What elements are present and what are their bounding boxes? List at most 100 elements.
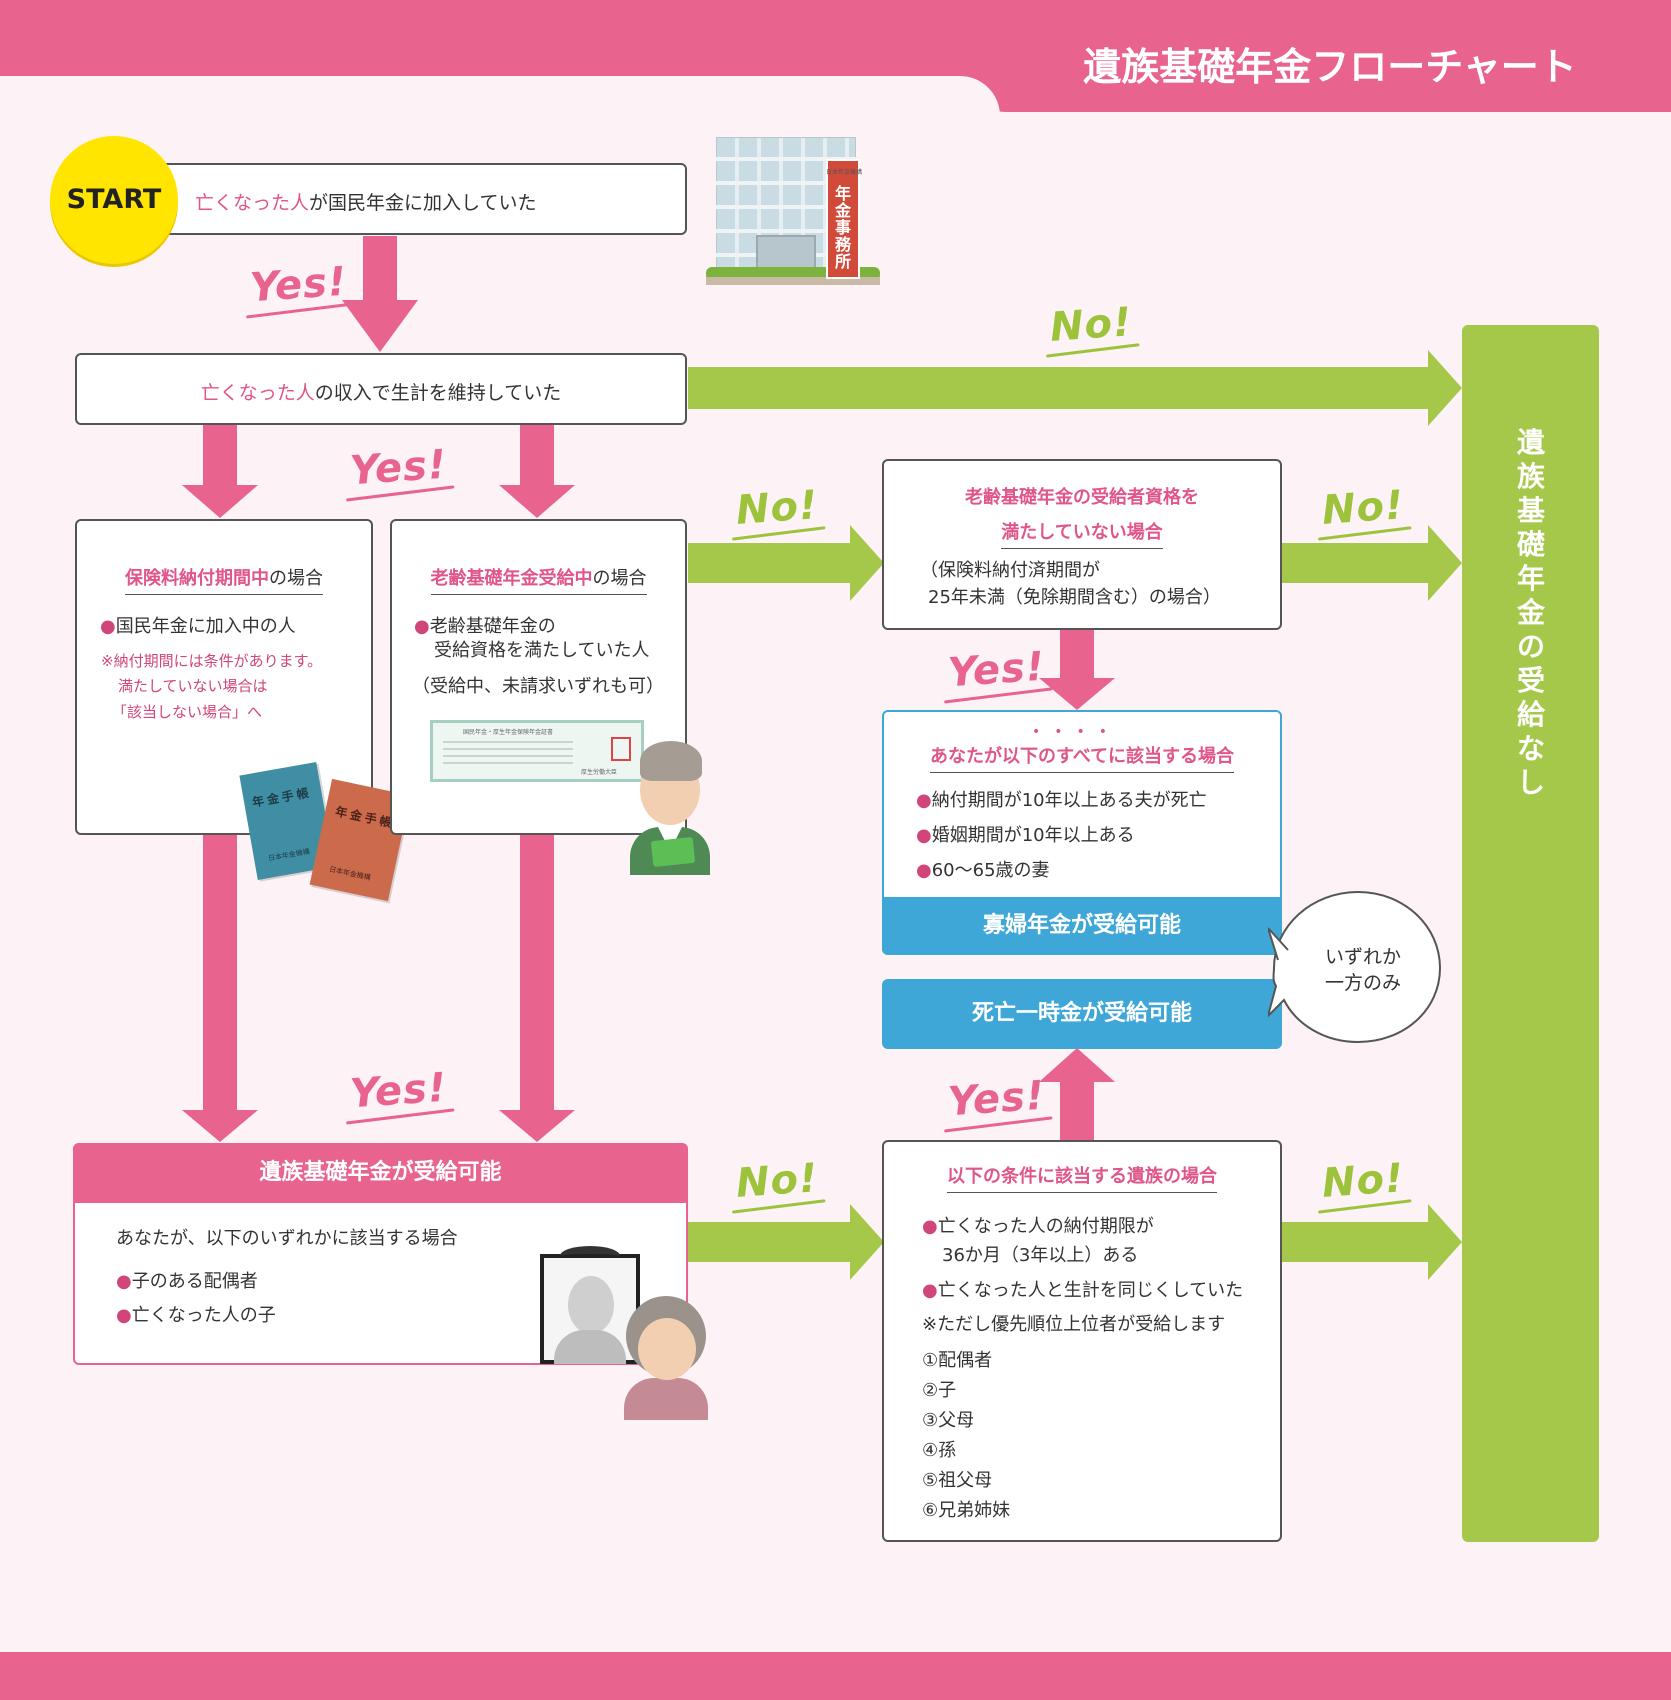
left-title-strong: 保険料納付期間中 — [125, 568, 269, 589]
start-question-rest: が国民年金に加入していた — [309, 192, 537, 214]
mid-case-title: 老齢基礎年金受給中の場合 — [390, 564, 687, 595]
no-label-5: No! — [1320, 1155, 1406, 1207]
survivor-item-1: ●子のある配偶者 — [116, 1271, 258, 1292]
survivor-item-2: ●亡くなった人の子 — [116, 1305, 276, 1326]
yes-label-4: Yes! — [348, 1064, 449, 1118]
br-bullet-1a: ●亡くなった人の納付期限が — [922, 1216, 1154, 1237]
mid-title-strong: 老齢基礎年金受給中 — [430, 568, 593, 589]
left-case-box — [75, 519, 373, 835]
br-order-3: ③父母 — [922, 1410, 975, 1431]
building-base — [706, 277, 880, 285]
bubble-line-1: いずれか — [1324, 946, 1401, 968]
mid-title-rest: の場合 — [592, 568, 647, 589]
building-plate: 日本年金機構 — [825, 169, 862, 176]
widow-item-1: ●納付期間が10年以上ある夫が死亡 — [916, 790, 1207, 811]
widow-item-3: ●60〜65歳の妻 — [916, 860, 1050, 881]
right-sub-2: 25年未満（免除期間含む）の場合） — [928, 587, 1221, 608]
building-sign — [826, 159, 860, 279]
widow-item-text-2: 婚姻期間が10年以上ある — [931, 825, 1135, 846]
start-question-pink: 亡くなった人 — [195, 192, 310, 214]
arrow-q2-to-none — [688, 350, 1462, 426]
pension-certificate: 国民年金・厚生年金保険年金証書 厚生労働大臣 — [430, 720, 644, 782]
right-title-2: 満たしていない場合 — [1001, 518, 1163, 549]
left-note-1: ※納付期間には条件があります。 — [101, 652, 323, 670]
right-title-1: 老齢基礎年金の受給者資格を — [965, 487, 1199, 508]
man-card — [650, 836, 696, 868]
blue-book-issuer: 日本年金機構 — [267, 847, 311, 863]
arrow-rq-to-none — [1282, 525, 1462, 601]
br-title-wrap: 以下の条件に該当する遺族の場合 — [882, 1162, 1282, 1193]
no-label-4: No! — [734, 1155, 820, 1207]
br-note: ※ただし優先順位上位者が受給します — [922, 1314, 1226, 1335]
mid-sub: （受給中、未請求いずれも可） — [412, 676, 664, 697]
arrow-left-to-survivor — [182, 835, 258, 1142]
br-bullet-2: ●亡くなった人と生計を同じくしていた — [922, 1280, 1244, 1301]
no-label-2: No! — [734, 482, 820, 534]
mid-bullet-2: 受給資格を満たしていた人 — [434, 640, 650, 661]
arrow-q2-to-mid — [499, 425, 575, 518]
widow-emphasis-dots: •••• — [1032, 724, 1122, 740]
left-note-3: 「該当しない場合」へ — [112, 703, 263, 721]
no-label-1: No! — [1048, 299, 1134, 351]
portrait-face — [568, 1276, 614, 1334]
survivor-pension-title: 遺族基礎年金が受給可能 — [73, 1143, 688, 1203]
pension-office-building: 年金事務所 日本年金機構 — [706, 137, 880, 285]
memorial-portrait — [540, 1254, 640, 1364]
start-question-text: 亡くなった人が国民年金に加入していた — [195, 188, 536, 215]
mid-bullet-1: ●老齢基礎年金の — [414, 616, 556, 637]
br-order-6: ⑥兄弟姉妹 — [922, 1500, 1011, 1521]
yes-label-5: Yes! — [946, 1072, 1047, 1126]
no-label-3: No! — [1320, 482, 1406, 534]
arrow-br-to-lump — [1039, 1048, 1115, 1140]
mid-bullet-text-1: 老齢基礎年金の — [429, 616, 556, 637]
arrow-br-to-none — [1282, 1204, 1462, 1280]
man-hair — [640, 741, 702, 781]
arrow-start-to-q2 — [342, 236, 418, 352]
survivor-item-text-1: 子のある配偶者 — [131, 1271, 258, 1292]
q2-box — [75, 353, 687, 425]
left-bullet-text: 国民年金に加入中の人 — [115, 616, 296, 637]
woman-face — [638, 1318, 696, 1380]
certificate-seal — [611, 737, 631, 761]
arrow-mid-to-survivor — [499, 835, 575, 1142]
left-case-title: 保険料納付期間中の場合 — [75, 564, 373, 595]
arrow-mid-to-rq — [688, 525, 884, 601]
br-order-4: ④孫 — [922, 1440, 957, 1461]
br-bullet-1b: 36か月（3年以上）ある — [942, 1245, 1139, 1266]
right-question-box — [882, 459, 1282, 630]
q2-rest: の収入で生計を維持していた — [314, 382, 562, 404]
br-order-1: ①配偶者 — [922, 1350, 993, 1371]
footer-band — [0, 1652, 1671, 1700]
widow-title-wrap: あなたが以下のすべてに該当する場合 — [882, 742, 1282, 773]
header-body-cutout — [0, 76, 1000, 116]
q2-text: 亡くなった人の収入で生計を維持していた — [75, 378, 687, 405]
br-bullet-1a-text: 亡くなった人の納付期限が — [937, 1216, 1154, 1237]
survivor-item-text-2: 亡くなった人の子 — [131, 1305, 276, 1326]
no-benefit-text: 遺族基礎年金の受給なし — [1516, 426, 1545, 799]
orange-book-label: 年金手帳 — [333, 804, 396, 831]
blue-book-label: 年金手帳 — [251, 785, 313, 810]
yes-label-3: Yes! — [946, 643, 1047, 697]
right-sub-1: （保険料納付済期間が — [920, 560, 1100, 581]
left-note-2: 満たしていない場合は — [118, 677, 268, 695]
bubble-line-2: 一方のみ — [1324, 972, 1401, 994]
br-title: 以下の条件に該当する遺族の場合 — [947, 1162, 1217, 1193]
mid-case-box — [390, 519, 687, 835]
page-title: 遺族基礎年金フローチャート — [1083, 45, 1577, 89]
q2-pink: 亡くなった人 — [200, 382, 315, 404]
br-order-5: ⑤祖父母 — [922, 1470, 993, 1491]
mourning-ribbon — [560, 1246, 620, 1266]
eligible-survivor-box — [882, 1140, 1282, 1542]
yes-label-1: Yes! — [248, 258, 349, 312]
no-benefit-column — [1462, 325, 1599, 1542]
building-sign-text: 年金事務所 — [834, 184, 851, 271]
header-tab — [960, 30, 1671, 112]
right-title-2-wrap: 満たしていない場合 — [882, 518, 1282, 549]
br-order-2: ②子 — [922, 1380, 957, 1401]
start-badge — [50, 136, 178, 264]
woman-body — [624, 1378, 708, 1420]
widow-item-text-1: 納付期間が10年以上ある夫が死亡 — [931, 790, 1207, 811]
survivor-lead: あなたが、以下のいずれかに該当する場合 — [116, 1228, 458, 1249]
